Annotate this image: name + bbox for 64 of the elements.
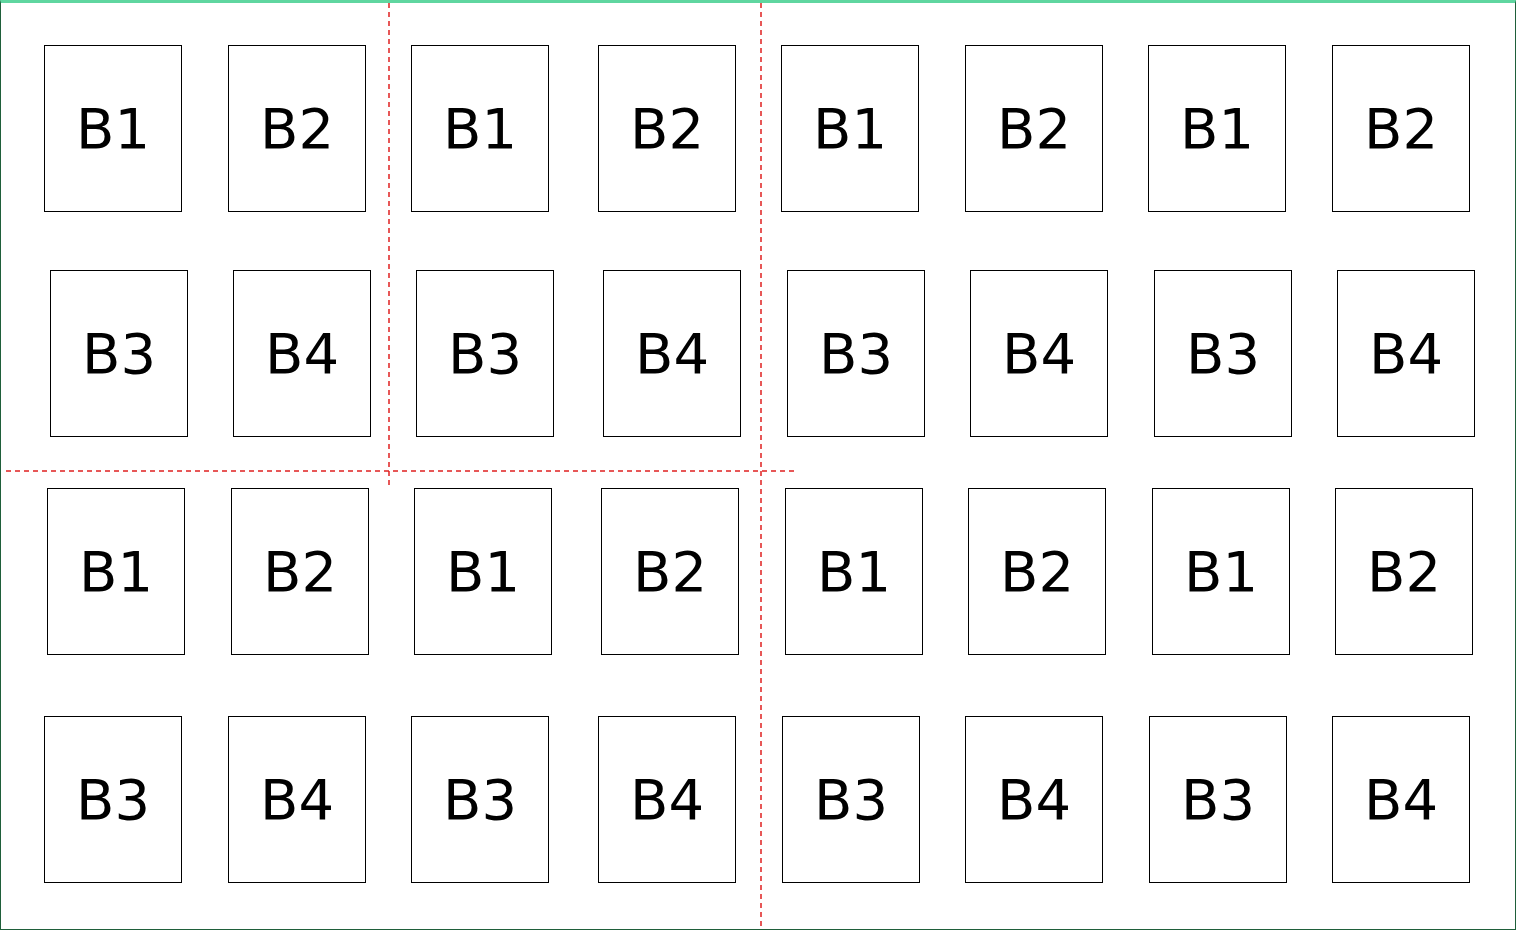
square-box xyxy=(44,716,182,883)
box-label: B1 xyxy=(1183,539,1258,604)
box-label: B2 xyxy=(629,96,704,161)
box-label: B1 xyxy=(1179,96,1254,161)
box-label: B1 xyxy=(812,96,887,161)
box-label: B2 xyxy=(632,539,707,604)
box-label: B2 xyxy=(999,539,1074,604)
square-box xyxy=(970,270,1108,437)
box-label: B3 xyxy=(1185,321,1260,386)
square-box xyxy=(1149,716,1287,883)
box-label: B4 xyxy=(629,767,704,832)
square-box xyxy=(47,488,185,655)
box-label: B4 xyxy=(1368,321,1443,386)
square-box xyxy=(1148,45,1286,212)
square-box xyxy=(603,270,741,437)
box-label: B1 xyxy=(816,539,891,604)
box-label: B4 xyxy=(1363,767,1438,832)
box-label: B4 xyxy=(1001,321,1076,386)
box-label: B3 xyxy=(1180,767,1255,832)
square-box xyxy=(411,45,549,212)
square-box xyxy=(598,716,736,883)
square-box xyxy=(416,270,554,437)
square-box xyxy=(1335,488,1473,655)
square-box xyxy=(233,270,371,437)
square-box xyxy=(601,488,739,655)
square-box xyxy=(228,716,366,883)
box-label: B3 xyxy=(447,321,522,386)
box-label: B4 xyxy=(259,767,334,832)
box-label: B2 xyxy=(1363,96,1438,161)
box-label: B2 xyxy=(996,96,1071,161)
box-label: B1 xyxy=(445,539,520,604)
box-label: B4 xyxy=(634,321,709,386)
square-box xyxy=(1332,716,1470,883)
square-box xyxy=(50,270,188,437)
square-box xyxy=(785,488,923,655)
box-label: B1 xyxy=(75,96,150,161)
square-box xyxy=(1337,270,1475,437)
square-box xyxy=(414,488,552,655)
box-label: B4 xyxy=(996,767,1071,832)
box-label: B4 xyxy=(264,321,339,386)
square-box xyxy=(965,45,1103,212)
square-box xyxy=(787,270,925,437)
square-box xyxy=(1152,488,1290,655)
box-label: B3 xyxy=(75,767,150,832)
box-label: B2 xyxy=(259,96,334,161)
square-box xyxy=(598,45,736,212)
box-label: B3 xyxy=(442,767,517,832)
square-box xyxy=(228,45,366,212)
square-box xyxy=(1332,45,1470,212)
square-box xyxy=(44,45,182,212)
square-box xyxy=(781,45,919,212)
box-label: B3 xyxy=(81,321,156,386)
square-box xyxy=(782,716,920,883)
square-box xyxy=(968,488,1106,655)
square-box xyxy=(1154,270,1292,437)
square-box xyxy=(231,488,369,655)
square-box xyxy=(965,716,1103,883)
box-label: B3 xyxy=(818,321,893,386)
box-label: B3 xyxy=(813,767,888,832)
box-label: B2 xyxy=(1366,539,1441,604)
box-label: B2 xyxy=(262,539,337,604)
box-label: B1 xyxy=(78,539,153,604)
square-box xyxy=(411,716,549,883)
box-label: B1 xyxy=(442,96,517,161)
